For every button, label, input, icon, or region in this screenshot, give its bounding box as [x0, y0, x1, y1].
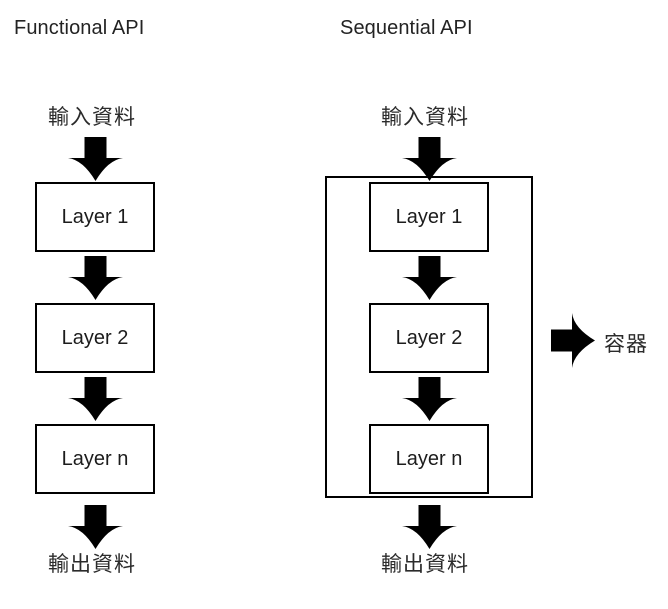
- layer-box-functional-1[interactable]: Layer 1: [35, 182, 155, 252]
- layer-box-label: Layer n: [61, 447, 129, 470]
- layer-box-label: Layer 2: [395, 326, 463, 349]
- layer-box-label: Layer n: [395, 447, 463, 470]
- arrow-layern-to-output-functional: [68, 505, 123, 549]
- layer-box-label: Layer 1: [395, 205, 463, 228]
- arrow-layern-to-output-sequential: [402, 505, 457, 549]
- layer-box-label: Layer 2: [61, 326, 129, 349]
- layer-box-sequential-2[interactable]: Layer 2: [369, 303, 489, 373]
- layer-box-label: Layer 1: [61, 205, 129, 228]
- layer-box-sequential-1[interactable]: Layer 1: [369, 182, 489, 252]
- arrow-input-to-layer1-sequential: [402, 137, 457, 181]
- output-label-sequential: 輸出資料: [381, 552, 469, 576]
- arrow-input-to-layer1-functional: [68, 137, 123, 181]
- sequential-container-rect[interactable]: [325, 176, 533, 498]
- layer-box-functional-2[interactable]: Layer 2: [35, 303, 155, 373]
- input-label-sequential: 輸入資料: [381, 105, 469, 129]
- container-annotation-label: 容器: [604, 332, 648, 356]
- input-label-functional: 輸入資料: [48, 105, 136, 129]
- arrow-layer2-to-layern-functional: [68, 377, 123, 421]
- column-title-functional: Functional API: [14, 17, 145, 39]
- layer-box-sequential-n[interactable]: Layer n: [369, 424, 489, 494]
- arrow-container-annotation: [551, 313, 595, 368]
- arrow-layer1-to-layer2-functional: [68, 256, 123, 300]
- layer-box-functional-n[interactable]: Layer n: [35, 424, 155, 494]
- column-title-sequential: Sequential API: [340, 17, 473, 39]
- arrow-layer1-to-layer2-sequential: [402, 256, 457, 300]
- arrow-layer2-to-layern-sequential: [402, 377, 457, 421]
- output-label-functional: 輸出資料: [48, 552, 136, 576]
